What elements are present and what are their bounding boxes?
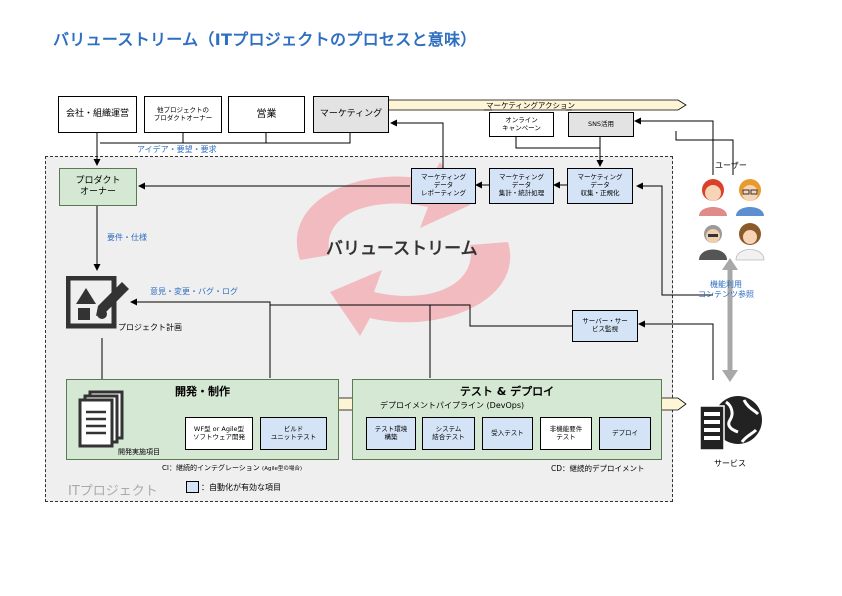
other-po-box: 他プロジェクトの プロダクトオーナー bbox=[144, 96, 222, 133]
acceptance-test-box: 受入テスト bbox=[482, 417, 533, 450]
project-plan-label: プロジェクト計画 bbox=[118, 323, 182, 332]
project-plan-icon bbox=[65, 275, 132, 330]
online-campaign-box: オンライン キャンペーン bbox=[489, 112, 554, 137]
nonfunctional-test-box: 非機能要件 テスト bbox=[540, 417, 592, 450]
test-deploy-group-title: テスト & デプロイ bbox=[459, 385, 555, 398]
server-globe-icon bbox=[698, 392, 764, 452]
pipeline-label: デプロイメントパイプライン (DevOps) bbox=[380, 401, 525, 410]
sales-box: 営業 bbox=[228, 96, 305, 133]
legend-text: ：自動化が有効な項目 bbox=[201, 483, 281, 492]
dev-items-label: 開発実施項目 bbox=[118, 448, 160, 456]
requirements-label: 要件・仕様 bbox=[107, 233, 147, 242]
feedback-label: 意見・変更・バグ・ログ bbox=[150, 287, 238, 296]
wf-agile-box: WF型 or Agile型 ソフトウェア開発 bbox=[185, 417, 253, 450]
documents-icon bbox=[78, 390, 126, 448]
marketing-action-label: マーケティングアクション bbox=[486, 101, 576, 110]
sns-box: SNS活用 bbox=[568, 112, 634, 137]
usage-label: 機能利用 コンテンツ参照 bbox=[698, 280, 754, 300]
deploy-box: デプロイ bbox=[599, 417, 651, 450]
page-title: バリューストリーム（ITプロジェクトのプロセスと意味） bbox=[53, 30, 477, 49]
server-monitor-box: サーバー・サー ビス監視 bbox=[572, 310, 638, 342]
ci-note: CI：継続的インテグレーション (Agile型の場合) bbox=[162, 464, 303, 472]
it-project-label: ITプロジェクト bbox=[68, 484, 158, 499]
marketing-data-reporting-box: マーケティング データ レポーティング bbox=[411, 168, 476, 204]
test-env-box: テスト環境 構築 bbox=[366, 417, 416, 450]
marketing-data-collection-box: マーケティング データ 収集・正規化 bbox=[567, 168, 633, 204]
cd-note: CD：継続的デプロイメント bbox=[551, 464, 645, 473]
product-owner-box: プロダクト オーナー bbox=[59, 168, 137, 206]
value-stream-label: バリューストリーム bbox=[326, 239, 478, 259]
marketing-data-aggregation-box: マーケティング データ 集計・統計処理 bbox=[489, 168, 554, 204]
dev-group-title: 開発・制作 bbox=[175, 385, 230, 398]
legend-swatch bbox=[186, 481, 199, 493]
users-label: ユーザー bbox=[715, 161, 747, 170]
ideas-label: アイデア・要望・要求 bbox=[137, 145, 217, 154]
marketing-box: マーケティング bbox=[313, 96, 389, 133]
user-avatar-icon bbox=[695, 174, 771, 264]
build-unittest-box: ビルド ユニットテスト bbox=[260, 417, 327, 450]
company-box: 会社・組織運営 bbox=[58, 96, 137, 133]
integration-test-box: システム 結合テスト bbox=[422, 417, 475, 450]
service-label: サービス bbox=[714, 459, 746, 468]
